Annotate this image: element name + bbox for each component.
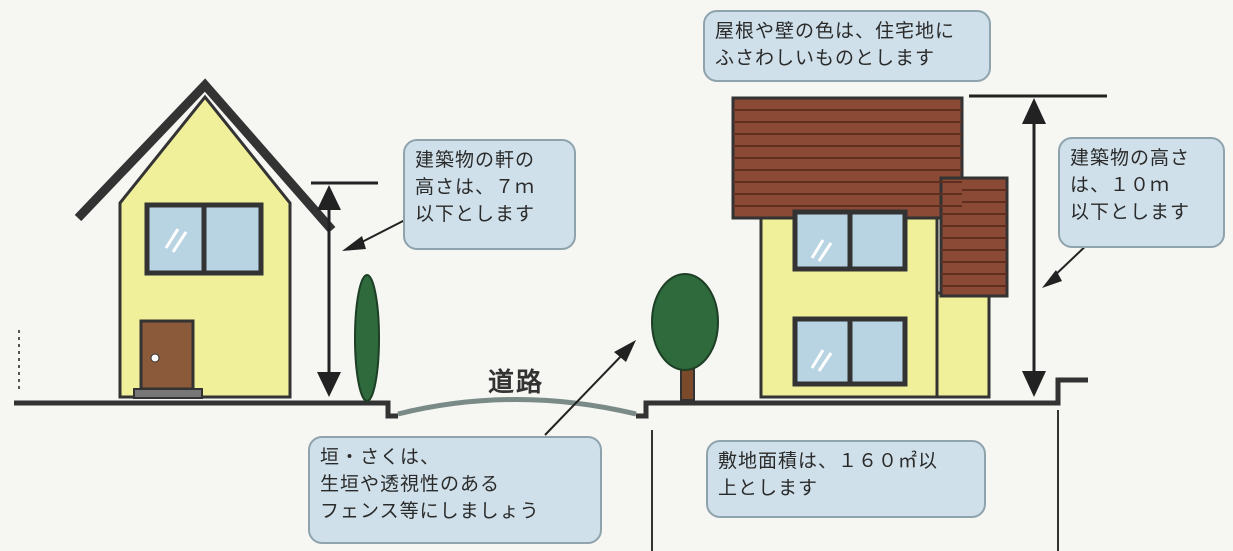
arrow-down-icon [1022, 371, 1046, 397]
callout-line: 高さは、７ｍ [415, 176, 536, 198]
eave-callout-pointer [357, 219, 406, 245]
glare-icon [164, 228, 180, 249]
arrow-down-icon [317, 372, 341, 397]
building-height-callout: 建築物の高さ は、１０ｍ 以下とします [1058, 137, 1225, 248]
callout-line: 以下とします [415, 203, 536, 225]
arrow-up-icon [1022, 98, 1046, 124]
callout-line: 屋根や壁の色は、住宅地に [715, 20, 956, 42]
roof-color-callout: 屋根や壁の色は、住宅地に ふさわしいものとします [703, 10, 991, 82]
road-label: 道路 [488, 368, 545, 398]
callout-line: 垣・さくは、 [320, 446, 441, 468]
fence-callout-pointer [544, 351, 626, 436]
road-surface [397, 397, 637, 417]
left-house [74, 78, 336, 399]
callout-line: 生垣や透視性のある [320, 473, 501, 495]
building-height-dimension [969, 94, 1107, 397]
round-tree [651, 273, 719, 401]
callout-line: 建築物の高さ [1070, 147, 1191, 169]
slim-tree [354, 274, 380, 402]
callout-line: は、１０ｍ [1070, 174, 1171, 196]
eave-height-callout: 建築物の軒の 高さは、７ｍ 以下とします [403, 139, 576, 250]
callout-line: 上とします [718, 477, 819, 499]
callout-line: フェンス等にしましょう [320, 500, 540, 522]
right-house-annex [935, 291, 991, 399]
site-area-callout: 敷地面積は、１６０㎡以 上とします [706, 440, 986, 518]
callout-line: 敷地面積は、１６０㎡以 [718, 450, 939, 472]
arrow-up-icon [317, 185, 341, 210]
callout-line: 建築物の軒の [415, 149, 536, 171]
door-step [133, 388, 203, 399]
left-house-roof [74, 78, 336, 233]
callout-line: 以下とします [1070, 201, 1191, 223]
door-knob [150, 353, 160, 363]
right-house [731, 96, 1009, 399]
callout-line: ふさわしいものとします [715, 47, 936, 69]
left-house-door [139, 319, 195, 391]
ground [14, 377, 1088, 419]
eave-height-dimension [311, 181, 378, 397]
fence-callout: 垣・さくは、 生垣や透視性のある フェンス等にしましょう [308, 436, 602, 544]
